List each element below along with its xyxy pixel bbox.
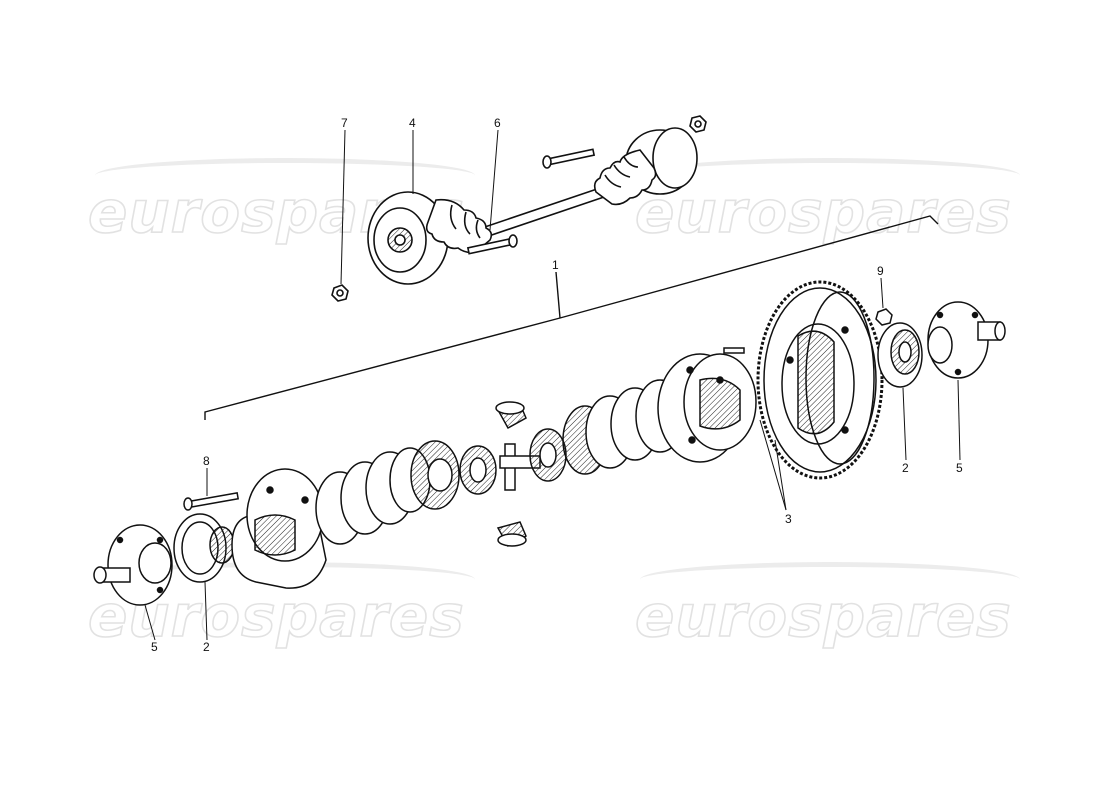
watermark-top-right: eurospares: [634, 177, 1012, 247]
bearing-left: [173, 513, 235, 583]
callout-7: 7: [341, 116, 348, 130]
crown-gear-bolt: [723, 347, 745, 354]
side-gear-left: [459, 445, 497, 495]
watermark-swoosh: [640, 158, 1020, 193]
leader-lines: [144, 129, 961, 641]
callout-5-left: 5: [151, 640, 158, 654]
drive-flange-right: [927, 301, 1006, 379]
pinion-gear-bottom: [496, 521, 527, 548]
drive-shaft-assembly: [331, 115, 707, 302]
watermark-swoosh: [640, 562, 1020, 597]
assembly-bracket: [204, 215, 939, 420]
bearing-right: [877, 322, 923, 388]
clutch-pack-right: [562, 379, 685, 475]
callout-2-right: 2: [902, 461, 909, 475]
cv-bolt: [542, 148, 596, 169]
cv-bolt: [466, 234, 518, 255]
differential-assembly: [93, 280, 1006, 606]
callout-6: 6: [494, 116, 501, 130]
diff-case-right: [657, 353, 757, 463]
nut: [875, 308, 893, 326]
case-bolt: [183, 492, 240, 511]
callout-2-left: 2: [203, 640, 210, 654]
clutch-pack-left: [315, 440, 460, 545]
callout-8: 8: [203, 454, 210, 468]
watermark-swoosh: [95, 158, 475, 193]
pinion-gear-top: [495, 401, 527, 430]
callout-9: 9: [877, 264, 884, 278]
diff-case-left: [231, 468, 327, 589]
callout-5-right: 5: [956, 461, 963, 475]
watermark-bottom-right: eurospares: [634, 581, 1012, 651]
crown-gear: [756, 280, 884, 480]
callout-3: 3: [785, 512, 792, 526]
drive-flange-left: [93, 524, 173, 606]
callout-1: 1: [552, 258, 559, 272]
callout-4: 4: [409, 116, 416, 130]
pinion-gear-right: [529, 428, 567, 482]
